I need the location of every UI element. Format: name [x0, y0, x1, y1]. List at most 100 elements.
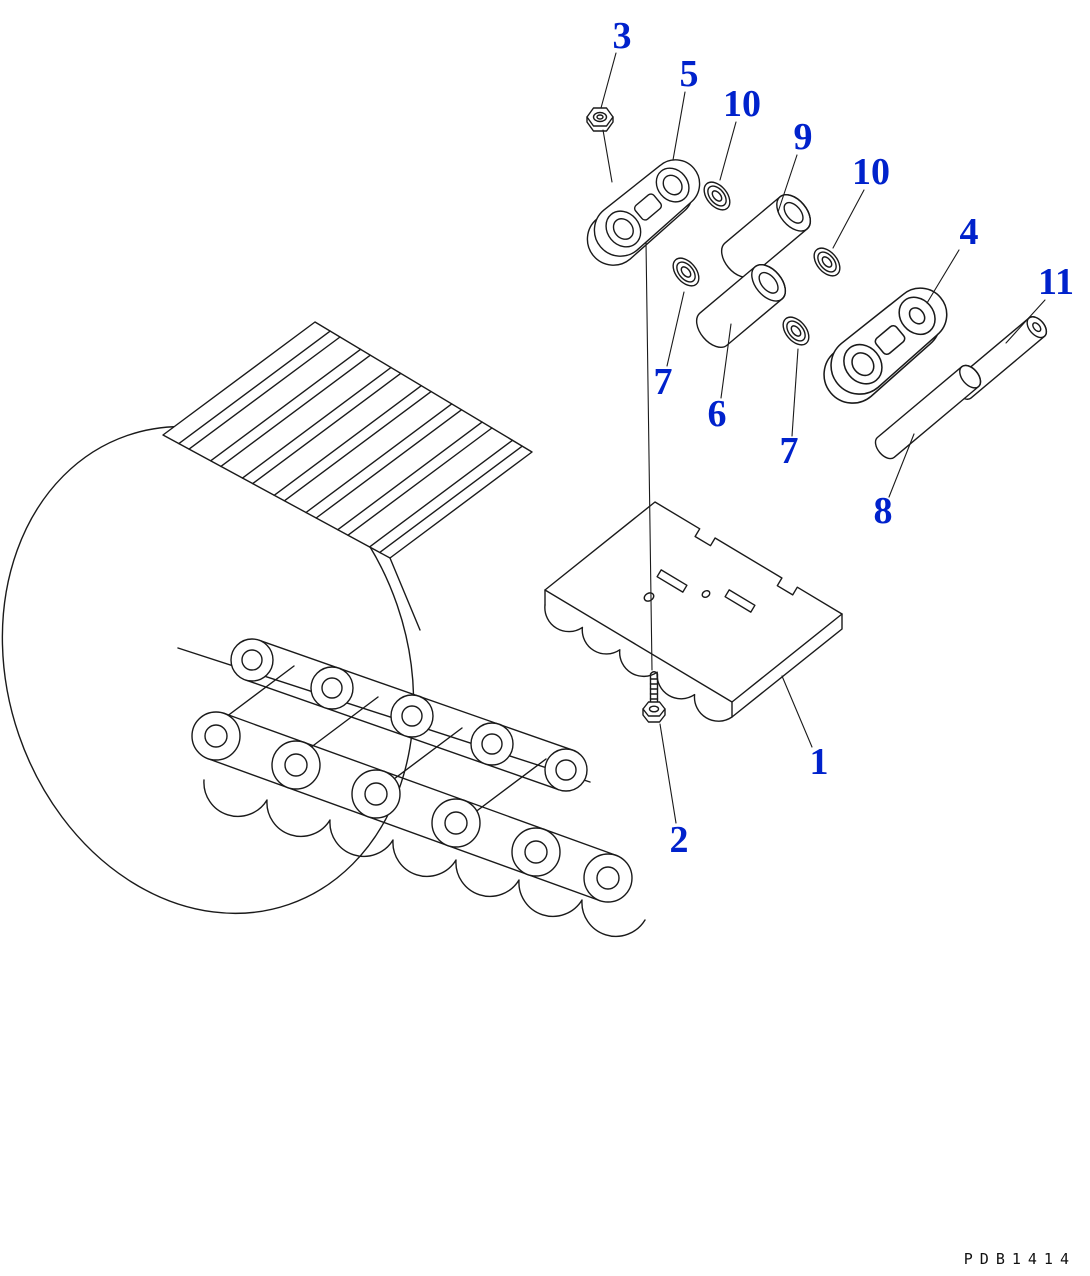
chain-link-boss — [390, 694, 434, 738]
shoe-grouser-profile — [544, 604, 733, 722]
link-bore-inner — [662, 174, 683, 196]
track-assembly — [1, 321, 646, 938]
part-seal-10-right — [813, 247, 841, 277]
link-bore — [843, 343, 883, 385]
link-bore-inner — [908, 307, 926, 325]
link-body — [593, 159, 701, 257]
bushing-end-face — [776, 194, 812, 232]
chain-link-boss — [470, 722, 514, 766]
chain-link-bore — [524, 840, 548, 864]
bolt-threads — [649, 678, 659, 700]
shoe-bolt-hole — [701, 590, 711, 598]
part-master-link-5 — [586, 159, 701, 266]
callout-7-left: 7 — [654, 361, 673, 403]
part-master-link-4 — [823, 287, 948, 404]
chain-rail-near — [191, 711, 633, 903]
chain-link-bore — [444, 811, 468, 835]
chain-link-boss — [431, 798, 481, 848]
seal-middle — [676, 261, 696, 283]
shoe-slot-hole — [656, 569, 688, 593]
drawing-code: PDB1414 — [963, 1250, 1076, 1268]
callout-6: 6 — [708, 393, 727, 435]
seal-outer — [703, 181, 731, 211]
leader-3 — [600, 52, 617, 109]
chain-link-bore — [481, 733, 503, 755]
assembly-axis-line — [645, 241, 653, 671]
leader-10-left — [719, 121, 737, 181]
grouser-ribs — [178, 330, 523, 554]
seal-middle — [786, 320, 806, 342]
chain-link-bore — [321, 677, 343, 699]
callout-11: 11 — [1038, 261, 1074, 303]
link-window — [633, 193, 663, 221]
track-loop-outline — [1, 425, 415, 915]
seal-middle — [707, 185, 727, 207]
part-seal-7-left — [672, 257, 700, 287]
callout-3: 3 — [613, 15, 632, 57]
link-bore — [605, 210, 642, 248]
leader-2 — [659, 723, 677, 824]
leader-9 — [777, 154, 798, 213]
bushing-end-face — [751, 264, 787, 302]
chain-link-boss — [511, 827, 561, 877]
link-bore-inner — [851, 352, 875, 377]
bushing-bore — [783, 201, 804, 224]
callout-numbers: 3 5 10 9 10 4 11 7 6 7 8 1 2 — [613, 15, 1074, 861]
nut-bore — [592, 111, 608, 123]
nut-to-link-line — [602, 129, 613, 183]
nut-top — [586, 107, 614, 127]
leader-8 — [888, 433, 915, 498]
chain-link-boss — [583, 853, 633, 903]
chain-link-bore — [364, 782, 388, 806]
part-nut — [586, 107, 614, 132]
seal-outer — [782, 316, 810, 346]
leader-7-right — [791, 348, 799, 437]
callout-5: 5 — [680, 53, 699, 95]
shoe-scalloped-edge — [203, 779, 646, 938]
part-bushing-9 — [720, 194, 812, 278]
link-body — [830, 287, 948, 395]
link-window — [874, 324, 906, 356]
chain-link-bore — [284, 753, 308, 777]
chain-link-boss — [191, 711, 241, 761]
shoe-skirt — [544, 589, 843, 718]
seal-middle — [817, 251, 837, 273]
callout-4: 4 — [960, 211, 979, 253]
seal-inner — [790, 325, 802, 337]
chain-link-boss — [230, 638, 274, 682]
leader-6 — [720, 323, 732, 399]
part-pin-8 — [874, 364, 982, 460]
shoe-slot-hole — [724, 589, 756, 613]
chain-rail-far — [230, 638, 588, 792]
line-art: 3 5 10 9 10 4 11 7 6 7 8 1 2 — [1, 15, 1074, 938]
bushing-bore — [758, 271, 779, 294]
part-track-shoe — [544, 501, 843, 722]
seal-inner — [821, 256, 833, 268]
chain-link-bore — [204, 724, 228, 748]
part-bolt — [642, 671, 666, 723]
belt-connector — [389, 557, 421, 631]
part-bushing-6 — [695, 264, 787, 348]
callout-9: 9 — [794, 116, 813, 158]
part-seal-7-right — [782, 316, 810, 346]
callout-8: 8 — [874, 490, 893, 532]
callout-1: 1 — [810, 741, 829, 783]
leader-lines — [600, 52, 1046, 824]
bolt-head-face — [648, 705, 660, 713]
shoe-division-lines — [213, 665, 547, 820]
track-chain — [177, 557, 646, 938]
link-bore — [655, 167, 690, 203]
nut-bore-inner — [596, 114, 604, 120]
callout-2: 2 — [670, 819, 689, 861]
leader-7-left — [666, 291, 685, 367]
rail-edges — [207, 712, 617, 902]
seal-inner — [680, 266, 692, 278]
chain-link-bore — [555, 759, 577, 781]
leader-1 — [781, 675, 813, 748]
chain-link-boss — [544, 748, 588, 792]
nut-side — [586, 116, 614, 132]
link-bore — [898, 296, 936, 336]
leader-4 — [926, 249, 960, 304]
